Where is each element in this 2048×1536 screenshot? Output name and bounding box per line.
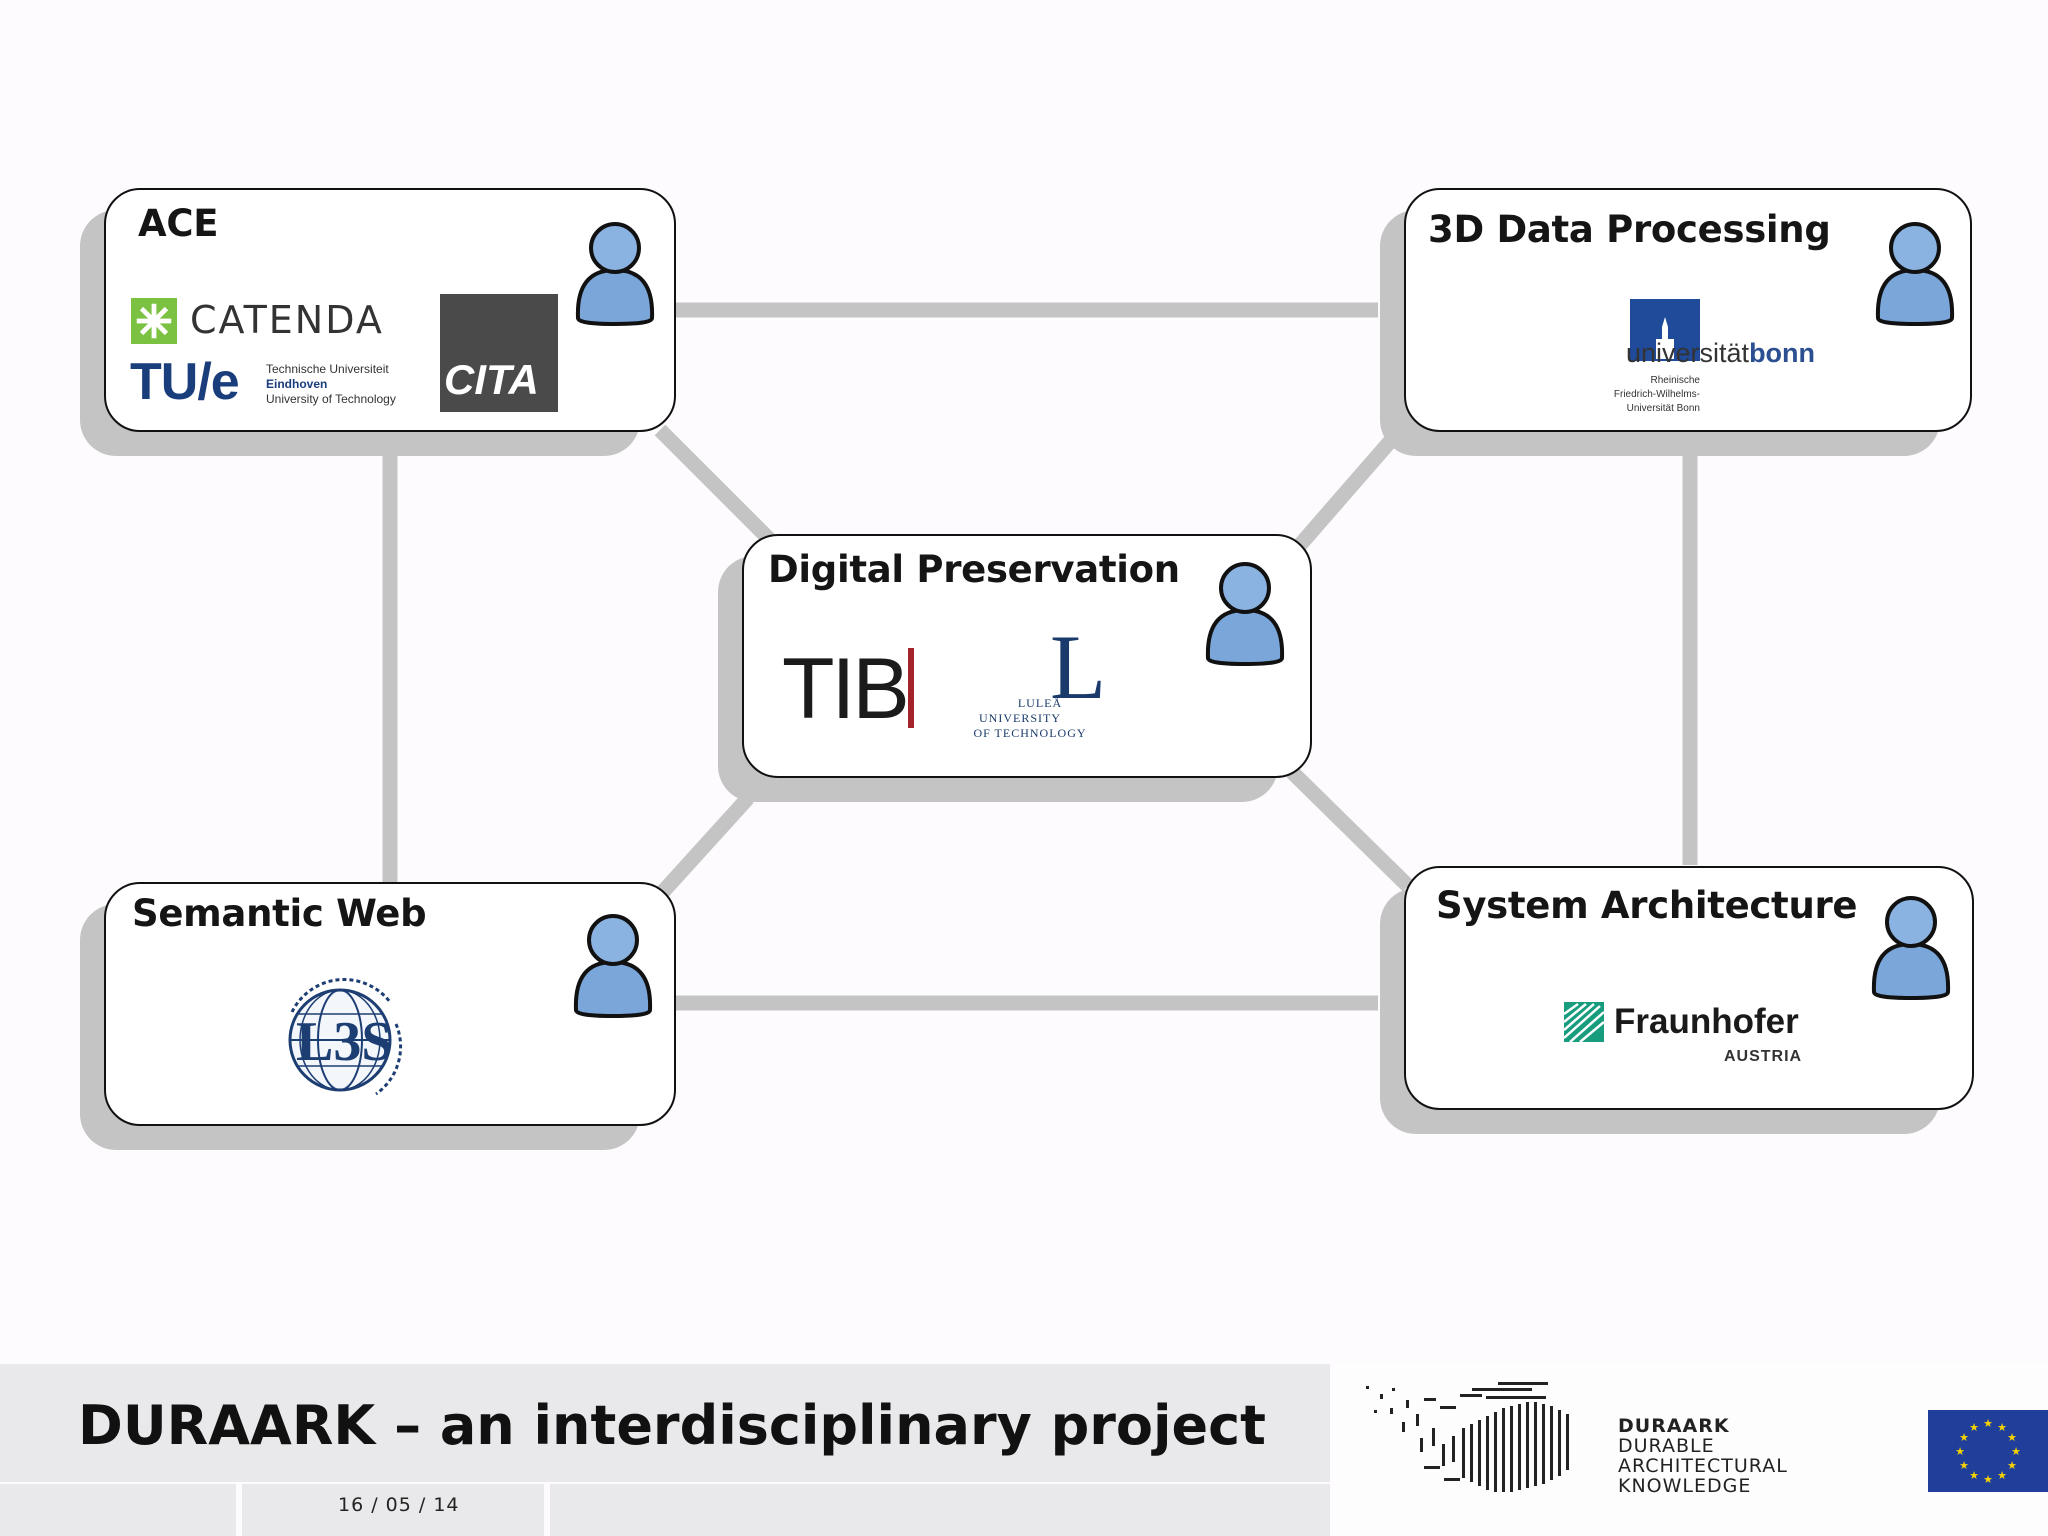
svg-text:★: ★ [1997, 1469, 2007, 1482]
svg-text:★: ★ [1997, 1421, 2007, 1434]
svg-text:★: ★ [2007, 1431, 2017, 1444]
footer-strip-date [242, 1484, 544, 1536]
person-icon [1871, 896, 1951, 1001]
catenda-logo-text: CATENDA [190, 298, 384, 342]
semantic-box: Semantic Web L3S [104, 882, 676, 1126]
preservation-box: Digital Preservation TIB L LULEÅ UNIVERS… [742, 534, 1312, 778]
footer-title-band: DURAARK – an interdisciplinary project [0, 1364, 1330, 1482]
lulea-logo-letter: L [1050, 616, 1107, 718]
tue-line-2: Eindhoven [266, 377, 328, 391]
bonn-line-3: Universität Bonn [1626, 403, 1700, 414]
processing-title: 3D Data Processing [1428, 208, 1831, 251]
duraark-brand-text: DURAARK DURABLE ARCHITECTURAL KNOWLEDGE [1618, 1416, 1788, 1496]
eu-flag-icon: ★★★ ★★★ ★★★ ★★★ [1928, 1410, 2048, 1492]
lulea-logo-subtitle: LULEÅ UNIVERSITY OF TECHNOLOGY [950, 696, 1090, 741]
tue-line-3: University of Technology [266, 392, 396, 406]
tib-logo-text: TIB [782, 641, 910, 737]
brand-line-1: DURABLE [1618, 1435, 1715, 1457]
diagram-connectors [382, 302, 1698, 1011]
slide-title: DURAARK – an interdisciplinary project [78, 1394, 1266, 1457]
svg-text:★: ★ [2007, 1459, 2017, 1472]
svg-text:★: ★ [1983, 1473, 1993, 1486]
svg-text:★: ★ [1969, 1469, 1979, 1482]
processing-box: 3D Data Processing universitätbonn Rhein… [1404, 188, 1972, 432]
bonn-line-2: Friedrich-Wilhelms- [1613, 389, 1700, 400]
lulea-line-1: LULEÅ [1017, 696, 1063, 710]
architecture-box: System Architecture Fraunhofer AUSTRIA [1404, 866, 1974, 1110]
footer-strip-left [0, 1484, 236, 1536]
cita-logo: CITA [440, 294, 558, 412]
edge-ace-preservation [654, 424, 776, 546]
bonn-word-a: universität [1626, 338, 1750, 368]
preservation-title: Digital Preservation [768, 548, 1180, 591]
brand-line-2: ARCHITECTURAL [1618, 1455, 1788, 1477]
edge-semantic-preservation [654, 792, 754, 901]
fraunhofer-logo-icon [1564, 1002, 1604, 1042]
tue-line-1: Technische Universiteit [266, 362, 389, 376]
bonn-logo-subtitle: Rheinische Friedrich-Wilhelms- Universit… [1586, 374, 1700, 416]
bonn-word-b: bonn [1749, 338, 1816, 368]
l3s-logo-text: L3S [296, 1011, 393, 1073]
bonn-line-1: Rheinische [1650, 375, 1700, 386]
svg-text:★: ★ [1955, 1445, 1965, 1458]
ace-title: ACE [138, 202, 219, 245]
tib-logo-bar [908, 648, 914, 728]
tue-logo-text: TU/e [130, 353, 240, 411]
person-icon [1875, 222, 1955, 327]
fraunhofer-logo-text: Fraunhofer [1614, 1002, 1799, 1041]
bonn-logo-icon [1630, 299, 1700, 361]
ace-box: ACE CATENDA TU/e Technische Universiteit… [104, 188, 676, 432]
footer-strip-right [550, 1484, 1330, 1536]
slide-date: 16 / 05 / 14 [338, 1494, 460, 1516]
lulea-line-2: UNIVERSITY [979, 711, 1061, 725]
edge-processing-preservation [1294, 425, 1406, 550]
lulea-line-3: OF TECHNOLOGY [973, 726, 1087, 740]
l3s-globe-icon [288, 978, 403, 1096]
svg-text:★: ★ [1959, 1459, 1969, 1472]
svg-text:★: ★ [1959, 1431, 1969, 1444]
svg-text:★: ★ [1983, 1417, 1993, 1430]
architecture-title: System Architecture [1436, 884, 1858, 927]
duraark-logo-icon [1366, 1382, 1569, 1492]
svg-text:★: ★ [2011, 1445, 2021, 1458]
tue-logo-subtitle: Technische Universiteit Eindhoven Univer… [266, 362, 396, 407]
bonn-logo-text: universitätbonn [1626, 338, 1815, 369]
fraunhofer-logo-subtitle: AUSTRIA [1724, 1048, 1803, 1065]
brand-name: DURAARK [1618, 1415, 1730, 1437]
catenda-logo-icon [131, 298, 177, 344]
person-icon [575, 222, 655, 327]
person-icon [573, 914, 653, 1019]
semantic-title: Semantic Web [132, 892, 427, 935]
svg-text:★: ★ [1969, 1421, 1979, 1434]
edge-preservation-architecture [1286, 766, 1414, 892]
brand-line-3: KNOWLEDGE [1618, 1475, 1752, 1497]
slide-footer: DURAARK – an interdisciplinary project 1… [0, 1364, 2048, 1536]
person-icon [1205, 562, 1285, 667]
